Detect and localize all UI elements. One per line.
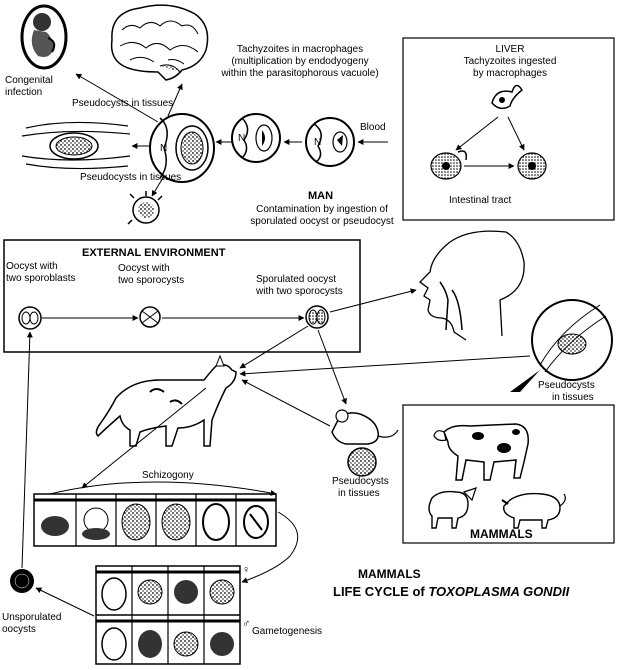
title-species: TOXOPLASMA GONDII	[428, 584, 570, 599]
sheep-icon	[428, 487, 477, 529]
tachyzoites-line: (multiplication by endodyogeny	[231, 56, 369, 67]
nucleus-letter: N	[314, 137, 322, 148]
congenital-label: Congenital infection	[5, 75, 53, 99]
intestinal-tract-label: Intestinal tract	[449, 195, 512, 206]
liver-title: LIVER	[495, 44, 525, 55]
unsporulated-line: Unsporulated	[2, 612, 62, 623]
cycle-arrows	[21, 73, 531, 617]
external-environment-title: EXTERNAL ENVIRONMENT	[82, 247, 226, 259]
tachyzoites-macrophages-label: Tachyzoites in macrophages (multiplicati…	[200, 44, 400, 80]
female-symbol: ♀	[242, 564, 251, 576]
macrophage-cell-icon	[430, 150, 468, 180]
fetus-icon	[20, 4, 68, 70]
macrophage-cell-icon	[305, 117, 355, 167]
unsporulated-line: oocysts	[2, 624, 36, 635]
male-symbol: ♂	[242, 618, 251, 630]
oocyst-icon	[139, 306, 161, 328]
sporulated-line: Sporulated oocyst	[256, 274, 337, 285]
brain-icon	[110, 4, 209, 81]
external-environment-box	[3, 239, 361, 353]
pseudocysts-line: in tissues	[338, 488, 380, 499]
oocyst-sporoblasts-label: Oocyst with two sporoblasts	[6, 261, 75, 285]
tachyzoite-icon	[127, 191, 163, 225]
cat-icon	[95, 354, 237, 447]
tachyzoite-icon	[491, 84, 523, 110]
oocyst-line: Oocyst with	[118, 263, 170, 274]
sporulated-oocyst-label: Sporulated oocyst with two sporocysts	[256, 274, 343, 298]
oocyst-icon	[18, 306, 42, 330]
intestinal-epithelium-icon	[33, 493, 277, 547]
title-prefix: LIFE CYCLE of	[333, 584, 429, 599]
intestinal-epithelium-icon	[95, 565, 241, 665]
human-head-icon	[419, 230, 525, 341]
pseudocysts-mammal-label: Pseudocysts in tissues	[538, 380, 595, 404]
oocyst-line: two sporocysts	[118, 275, 185, 286]
unsporulated-label: Unsporulated oocysts	[2, 612, 61, 636]
macrophage-cell-icon	[149, 113, 215, 183]
contamination-line: sporulated oocyst or pseudocyst	[250, 216, 394, 227]
tachyzoites-line: within the parasitophorous vacuole)	[221, 68, 379, 79]
liver-line: Tachyzoites ingested	[463, 56, 557, 67]
cycle-arrows	[49, 481, 277, 496]
sporulated-line: with two sporocysts	[256, 286, 343, 297]
pseudocysts-line: Pseudocysts	[332, 476, 389, 487]
oocyst-line: Oocyst with	[6, 261, 58, 272]
oocyst-icon	[10, 569, 34, 593]
contamination-label: Contamination by ingestion of sporulated…	[240, 204, 404, 228]
oocyst-sporocysts-label: Oocyst with two sporocysts	[118, 263, 184, 287]
tissue-fiber-icon	[510, 299, 613, 392]
mammals-box-label: MAMMALS	[470, 527, 533, 541]
pseudocysts-line: Pseudocysts	[538, 380, 595, 391]
nucleus-letter: N	[160, 143, 168, 154]
pseudocysts-line: in tissues	[552, 392, 594, 403]
schizogony-label: Schizogony	[142, 470, 194, 481]
oocyst-line: two sporoblasts	[6, 273, 76, 284]
pig-icon	[501, 492, 566, 529]
blood-label: Blood	[360, 122, 386, 133]
macrophage-cell-icon	[517, 152, 547, 180]
pseudocysts-upper-label: Pseudocysts in tissues	[72, 98, 174, 109]
contamination-line: Contamination by ingestion of	[256, 204, 388, 215]
congenital-line: infection	[5, 87, 43, 98]
cycle-arrows	[241, 511, 299, 584]
tissue-fiber-icon	[21, 121, 131, 170]
liver-box	[402, 37, 615, 221]
oocyst-icon	[305, 305, 329, 329]
nucleus-letter: N	[238, 133, 246, 144]
liver-label: LIVER Tachyzoites ingested by macrophage…	[410, 44, 610, 80]
gametogenesis-label: Gametogenesis	[252, 626, 323, 637]
mouse-icon	[331, 409, 399, 477]
tachyzoites-line: Tachyzoites in macrophages	[236, 44, 364, 55]
congenital-line: Congenital	[5, 75, 53, 86]
cow-icon	[433, 423, 529, 481]
macrophage-cell-icon	[231, 113, 281, 163]
pseudocysts-mouse-label: Pseudocysts in tissues	[332, 476, 389, 500]
man-title: MAN	[308, 190, 334, 202]
mammals-box	[402, 404, 615, 544]
liver-line: by macrophages	[473, 68, 547, 79]
diagram-title-line1: MAMMALS	[358, 567, 421, 581]
pseudocysts-lower-label: Pseudocysts in tissues	[80, 172, 182, 183]
diagram-title-line2: LIFE CYCLE of TOXOPLASMA GONDII	[333, 584, 569, 600]
